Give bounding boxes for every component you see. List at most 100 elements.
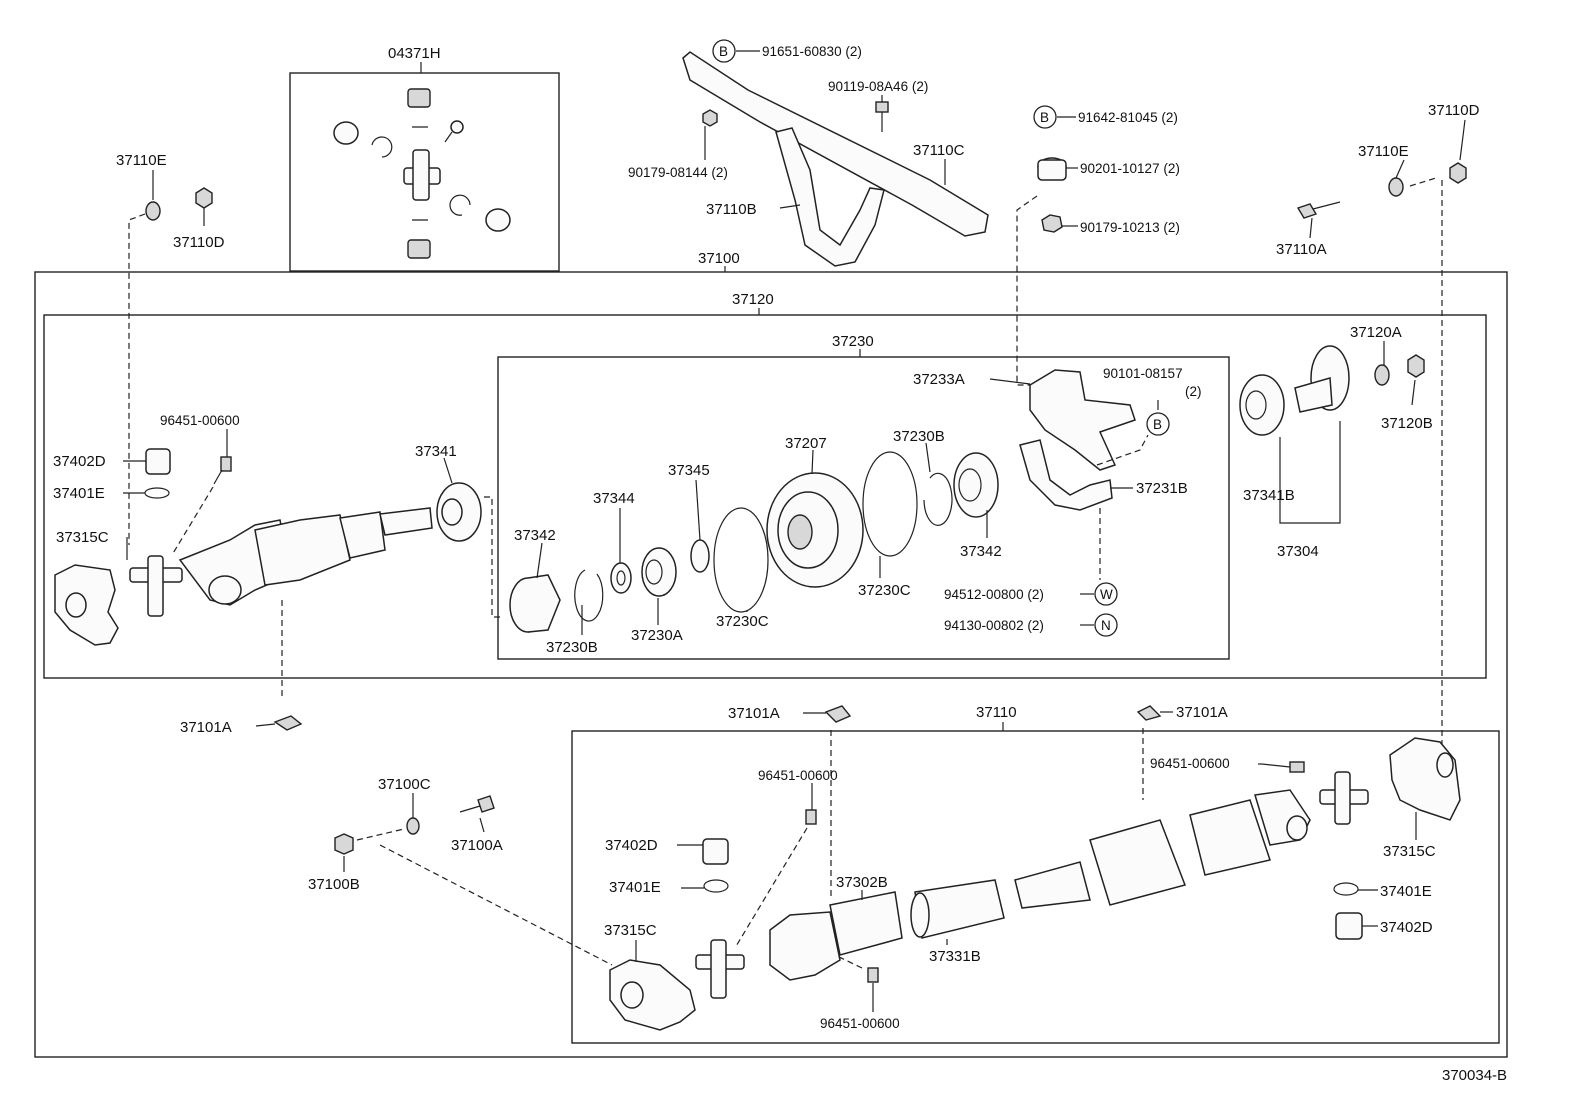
label-37230B-bottom: 37230B — [546, 639, 598, 656]
seal-37342-right — [953, 452, 999, 518]
label-91651: 91651-60830 (2) — [762, 44, 862, 59]
label-37110D-right: 37110D — [1428, 102, 1480, 119]
label-37331B: 37331B — [929, 948, 981, 965]
bearing-cup-37402D-lower — [702, 838, 729, 865]
diagram-id: 370034-B — [1442, 1067, 1507, 1084]
svg-text:W: W — [1100, 587, 1113, 602]
leader-lines — [123, 50, 1466, 1012]
label-90179-08144: 90179-08144 (2) — [628, 165, 728, 180]
clamp-37231B — [1019, 439, 1113, 511]
spider-upper-left — [129, 555, 183, 617]
label-37110A: 37110A — [1276, 241, 1327, 258]
washer-37100C — [406, 817, 420, 835]
grease-fitting-upper — [213, 456, 232, 485]
slip-yoke-37302B — [769, 891, 903, 981]
label-37304: 37304 — [1277, 543, 1319, 560]
label-37120A: 37120A — [1350, 324, 1402, 341]
washer-37110E-right — [1388, 177, 1404, 197]
outer-frame — [34, 271, 1508, 1058]
washer-37120A — [1374, 364, 1390, 386]
marker-b-91642: B — [1033, 105, 1057, 129]
label-96451-lower-left: 96451-00600 — [758, 768, 838, 783]
flange-yoke-37315C-lower-left — [609, 959, 696, 1031]
bolt-37100A — [459, 795, 495, 813]
label-37401E-upper: 37401E — [53, 485, 105, 502]
snap-ring-37230B-right — [923, 472, 953, 526]
label-37231B: 37231B — [1136, 480, 1188, 497]
sleeve-37331B — [910, 879, 1005, 939]
marker-b-90101: B — [1146, 412, 1170, 436]
grease-fitting-lower-right — [1261, 761, 1305, 773]
seal-37342-left — [509, 574, 561, 633]
bolt-90119 — [875, 101, 889, 132]
lower-shaft-frame — [571, 730, 1500, 1044]
label-37315C-lower-right: 37315C — [1383, 843, 1436, 860]
svg-text:B: B — [1040, 110, 1049, 125]
label-37230B-top: 37230B — [893, 428, 945, 445]
label-96451-upper: 96451-00600 — [160, 413, 240, 428]
group-label-37110: 37110 — [976, 704, 1017, 721]
label-37402D-right: 37402D — [1380, 919, 1433, 936]
part-labels: 37110E 37110D 37110E 37110D 37110A 91651… — [53, 44, 1480, 1031]
nut-37110D-left — [195, 187, 213, 209]
label-37401E-lower: 37401E — [609, 879, 661, 896]
group-label-37100: 37100 — [698, 250, 740, 267]
label-37110D-left: 37110D — [173, 234, 225, 251]
bearing-cup-37402D-upper — [145, 448, 171, 475]
label-37110E-left: 37110E — [116, 152, 167, 169]
washer-37110E-left — [145, 201, 161, 221]
nut-90179-08144 — [702, 109, 718, 127]
label-90201: 90201-10127 (2) — [1080, 161, 1180, 176]
snap-ring-37401E-lower — [703, 879, 729, 893]
bearing-cup-37402D-right — [1335, 912, 1363, 940]
label-37342-left: 37342 — [514, 527, 556, 544]
snap-ring-37401E-upper — [144, 487, 170, 499]
label-90101: 90101-08157 — [1103, 366, 1183, 381]
label-37315C-upper: 37315C — [56, 529, 109, 546]
nut-37110D-right — [1449, 162, 1467, 184]
crossmember-bracket — [682, 51, 989, 267]
label-37233A: 37233A — [913, 371, 965, 388]
label-37230C-left: 37230C — [716, 613, 769, 630]
label-37110B: 37110B — [706, 201, 757, 218]
upper-shaft-frame — [43, 314, 1487, 679]
label-37345: 37345 — [668, 462, 710, 479]
spider-lower-left — [695, 939, 745, 999]
label-90101-qty: (2) — [1185, 384, 1202, 399]
clip-37101A-mid — [824, 705, 852, 723]
svg-text:B: B — [1153, 417, 1162, 432]
label-96451-lower-bottom: 96451-00600 — [820, 1016, 900, 1031]
group-label-37120: 37120 — [732, 291, 774, 308]
marker-b-91651: B — [712, 39, 736, 63]
support-bracket-37233A — [1029, 369, 1136, 471]
clip-37101A-left — [273, 715, 303, 731]
grease-fitting-lower-left — [805, 809, 817, 825]
label-37315C-lower-left: 37315C — [604, 922, 657, 939]
center-bearing-37207 — [766, 472, 864, 588]
svg-text:B: B — [719, 44, 728, 59]
label-37101A-mid: 37101A — [728, 705, 780, 722]
dust-deflector-37341 — [436, 482, 482, 542]
flange-37304 — [1294, 345, 1350, 413]
label-37101A-left: 37101A — [180, 719, 232, 736]
label-37230C-right: 37230C — [858, 582, 911, 599]
clip-37101A-right — [1136, 705, 1162, 721]
spider-lower-right — [1319, 771, 1369, 825]
label-37110C: 37110C — [913, 142, 965, 159]
label-37207: 37207 — [785, 435, 827, 452]
kit-frame — [289, 72, 560, 272]
bolt-37110A — [1296, 201, 1341, 219]
group-label-37230: 37230 — [832, 333, 874, 350]
label-37110E-right: 37110E — [1358, 143, 1409, 160]
label-37342-right: 37342 — [960, 543, 1002, 560]
ring-37230C-left — [713, 507, 769, 613]
label-37402D-lower: 37402D — [605, 837, 658, 854]
label-37100C: 37100C — [378, 776, 431, 793]
washer-37344 — [610, 562, 632, 594]
flange-yoke-37315C-upper — [54, 564, 119, 646]
universal-joint-kit-parts — [333, 88, 511, 259]
label-37101A-right: 37101A — [1176, 704, 1228, 721]
marker-n-94130: N — [1094, 613, 1118, 637]
label-94130: 94130-00802 (2) — [944, 618, 1044, 633]
label-96451-lower-right: 96451-00600 — [1150, 756, 1230, 771]
